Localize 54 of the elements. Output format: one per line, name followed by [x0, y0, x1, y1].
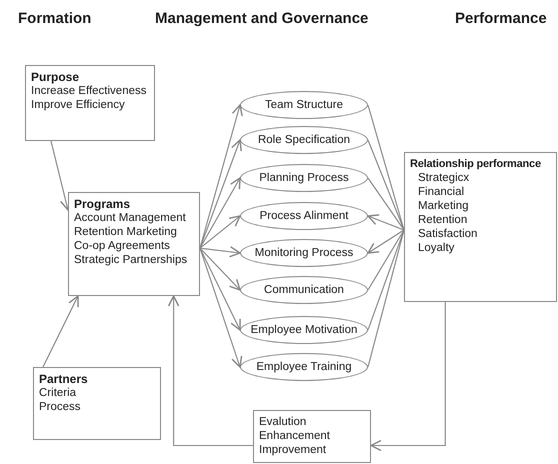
process-ellipse [240, 91, 368, 119]
box-text: Retention Marketing [74, 225, 178, 239]
arrow [370, 302, 446, 452]
box-text: Communication [264, 283, 344, 297]
box-text: Account Management [74, 211, 187, 225]
box-text: Co-op Agreements [74, 239, 171, 253]
box-text: Marketing [417, 199, 470, 213]
text-box [68, 192, 200, 296]
box-text: Process Alinment [260, 209, 348, 223]
box-text: Criteria [39, 386, 78, 400]
box-text: Team Structure [265, 98, 343, 112]
box-text: Strategic Partnerships [74, 253, 188, 267]
text-box [253, 410, 371, 463]
box-text: Improve Efficiency [31, 98, 126, 112]
box-text: Financial [417, 185, 466, 199]
process-ellipse [240, 202, 368, 230]
arrow [367, 214, 404, 231]
box-text: Role Specification [258, 133, 350, 147]
process-ellipse [240, 316, 368, 344]
arrow [200, 248, 241, 331]
box-text: Process [39, 400, 82, 414]
arrow [200, 215, 241, 249]
box-text: Satisfaction [417, 227, 478, 241]
text-box [33, 367, 161, 440]
process-ellipse [240, 164, 368, 192]
box-text: Employee Motivation [250, 323, 358, 337]
arrow [200, 246, 241, 258]
box-heading: Relationship performance [410, 157, 542, 171]
column-heading: Formation [18, 10, 92, 27]
box-text: Increase Effectiveness [31, 84, 148, 98]
text-box [25, 65, 155, 141]
process-ellipse [240, 353, 368, 381]
box-text: Monitoring Process [254, 246, 354, 260]
arrow [168, 295, 253, 446]
column-heading: Management and Governance [155, 10, 368, 27]
arrow [367, 230, 404, 254]
box-text: Evalution [259, 415, 308, 429]
process-ellipse [240, 276, 368, 304]
box-text: Strategicx [417, 171, 470, 185]
box-text: Planning Process [259, 171, 349, 185]
box-heading: Programs [74, 197, 132, 211]
arrow [42, 295, 79, 368]
box-heading: Partners [39, 372, 89, 386]
process-ellipse [240, 126, 368, 154]
box-text: Improvement [259, 443, 328, 457]
text-box [404, 152, 557, 302]
box-text: Employee Training [256, 360, 352, 374]
box-text: Loyalty [417, 241, 456, 255]
arrow [200, 177, 241, 248]
box-heading: Purpose [31, 70, 80, 84]
column-heading: Performance [455, 10, 547, 27]
box-text: Retention [417, 213, 468, 227]
box-text: Enhancement [259, 429, 331, 443]
arrow [200, 248, 241, 291]
